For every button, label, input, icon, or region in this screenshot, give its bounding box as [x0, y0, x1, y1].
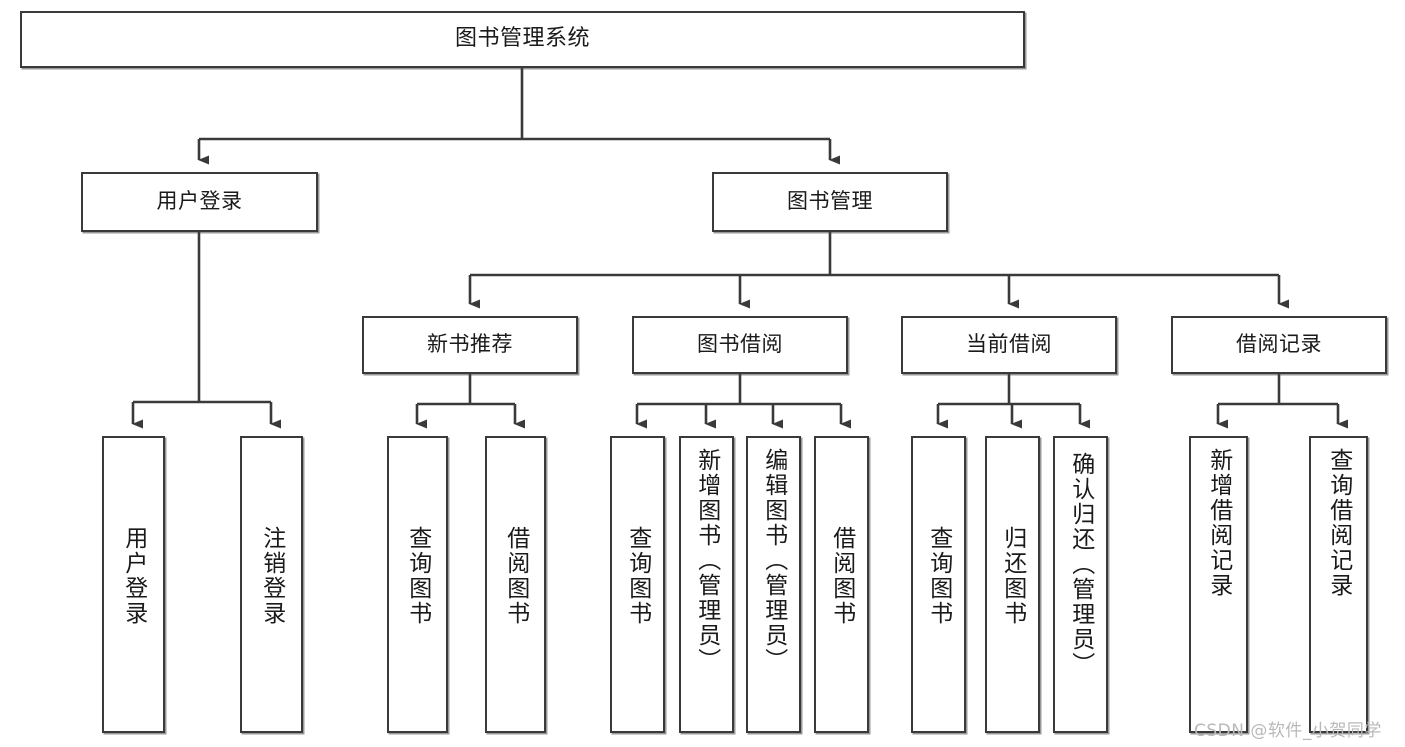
node-leaf-borrow-book-2[interactable]: 借阅图书 [814, 436, 869, 733]
node-leaf-add-record-label: 新增借阅记录 [1205, 448, 1232, 598]
node-root-label: 图书管理系统 [454, 26, 590, 52]
node-leaf-logout-label: 注销登录 [258, 526, 285, 626]
node-leaf-confirm-return-label: 确认归还（管理员） [1067, 452, 1094, 677]
node-new-book-recommend-label: 新书推荐 [427, 332, 513, 357]
node-leaf-confirm-return[interactable]: 确认归还（管理员） [1053, 436, 1108, 733]
connectors-root-to-level2 [197, 68, 840, 165]
node-book-manage-label: 图书管理 [787, 189, 873, 214]
node-leaf-logout[interactable]: 注销登录 [240, 436, 303, 733]
node-current-borrow[interactable]: 当前借阅 [901, 316, 1117, 374]
watermark: CSDN @软件_小贺同学 [1194, 721, 1382, 741]
node-leaf-borrow-book-1[interactable]: 借阅图书 [485, 436, 546, 733]
node-leaf-query-book-2[interactable]: 查询图书 [610, 436, 665, 733]
node-leaf-user-login-label: 用户登录 [120, 526, 147, 626]
node-book-borrow-label: 图书借阅 [697, 332, 783, 357]
node-book-manage[interactable]: 图书管理 [712, 172, 948, 232]
node-leaf-query-book-3[interactable]: 查询图书 [911, 436, 966, 733]
connectors-bookmanage-to-level3 [468, 232, 1289, 309]
node-leaf-user-login[interactable]: 用户登录 [102, 436, 165, 733]
connectors-userlogin-to-leaves [131, 232, 281, 429]
node-user-login[interactable]: 用户登录 [81, 172, 318, 232]
node-leaf-return-book-label: 归还图书 [999, 526, 1026, 626]
node-root[interactable]: 图书管理系统 [20, 11, 1025, 68]
node-leaf-query-book-3-label: 查询图书 [925, 526, 952, 626]
node-leaf-edit-book[interactable]: 编辑图书（管理员） [746, 436, 801, 733]
node-leaf-borrow-book-1-label: 借阅图书 [502, 526, 529, 626]
connectors-borrowrecord-to-leaves [1216, 374, 1348, 429]
node-leaf-add-book[interactable]: 新增图书（管理员） [679, 436, 734, 733]
connectors-currentborrow-to-leaves [936, 374, 1090, 429]
node-current-borrow-label: 当前借阅 [966, 332, 1052, 357]
node-borrow-record[interactable]: 借阅记录 [1171, 316, 1387, 374]
node-leaf-add-book-label: 新增图书（管理员） [693, 448, 720, 673]
node-leaf-edit-book-label: 编辑图书（管理员） [760, 448, 787, 673]
connectors-newbook-to-leaves [415, 374, 525, 429]
node-new-book-recommend[interactable]: 新书推荐 [362, 316, 578, 374]
node-leaf-return-book[interactable]: 归还图书 [985, 436, 1040, 733]
node-leaf-query-book-2-label: 查询图书 [624, 526, 651, 626]
node-leaf-borrow-book-2-label: 借阅图书 [828, 526, 855, 626]
node-user-login-label: 用户登录 [156, 189, 243, 214]
node-borrow-record-label: 借阅记录 [1236, 332, 1322, 357]
node-leaf-add-record[interactable]: 新增借阅记录 [1189, 436, 1248, 733]
node-leaf-query-book-1[interactable]: 查询图书 [387, 436, 448, 733]
node-book-borrow[interactable]: 图书借阅 [632, 316, 848, 374]
connectors-bookborrow-to-leaves [635, 374, 851, 429]
node-leaf-query-book-1-label: 查询图书 [404, 526, 431, 626]
node-leaf-query-record-label: 查询借阅记录 [1325, 448, 1352, 598]
node-leaf-query-record[interactable]: 查询借阅记录 [1309, 436, 1368, 733]
